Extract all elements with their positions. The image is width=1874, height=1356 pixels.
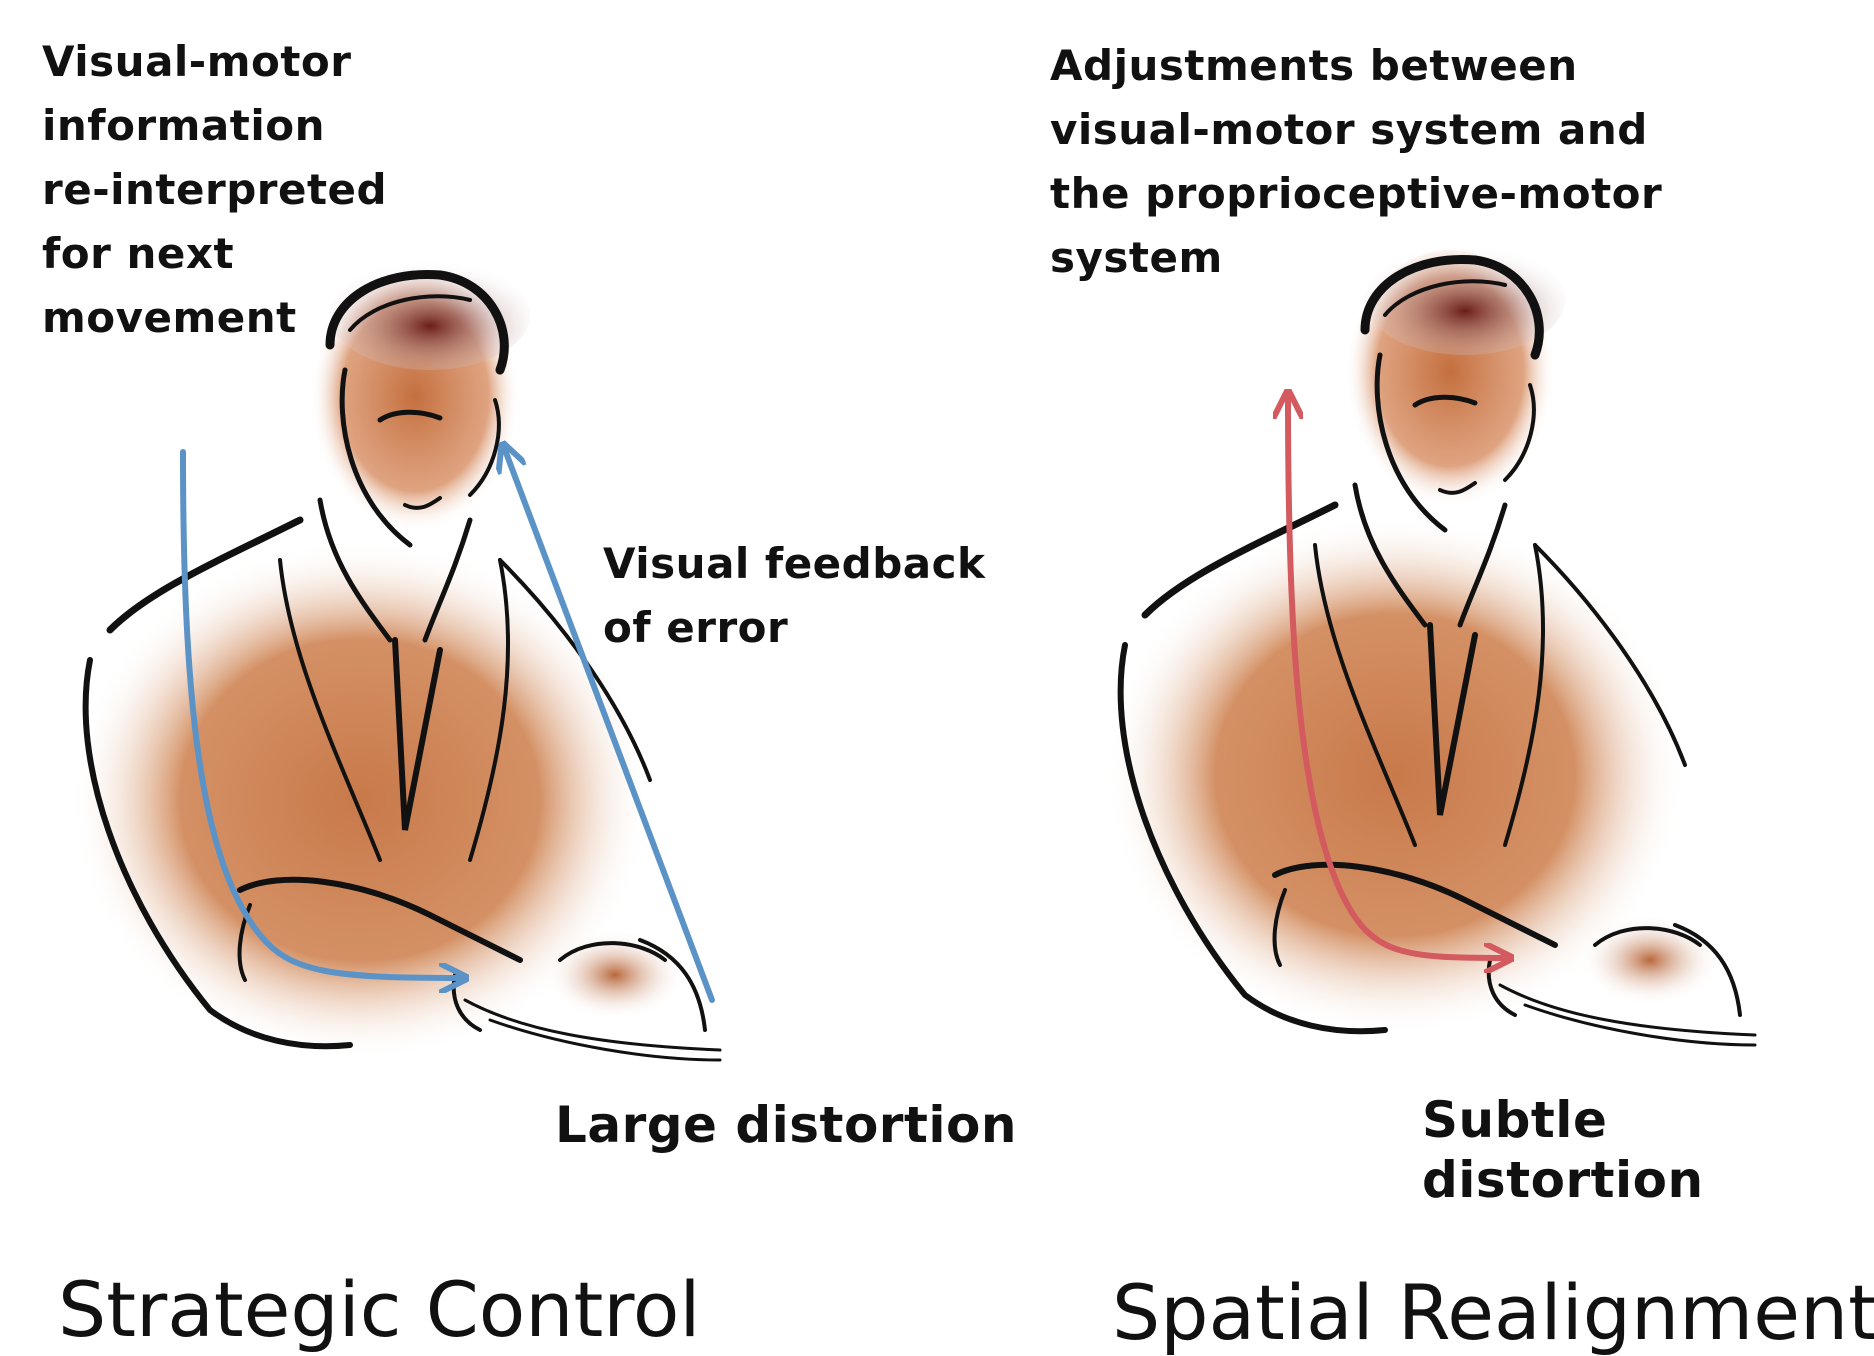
left-man-illustration	[70, 260, 720, 1060]
right-top-annotation: Adjustments between visual-motor system …	[1050, 34, 1662, 290]
left-panel-heading: Strategic Control	[58, 1265, 700, 1355]
left-top-annotation: Visual-motor information re-interpreted …	[42, 30, 387, 350]
left-distortion-label: Large distortion	[555, 1095, 1017, 1155]
right-distortion-label: Subtle distortion	[1422, 1090, 1874, 1210]
left-side-annotation: Visual feedback of error	[603, 532, 985, 660]
right-man-illustration	[1105, 245, 1755, 1045]
right-panel-heading: Spatial Realignment	[1112, 1268, 1874, 1356]
